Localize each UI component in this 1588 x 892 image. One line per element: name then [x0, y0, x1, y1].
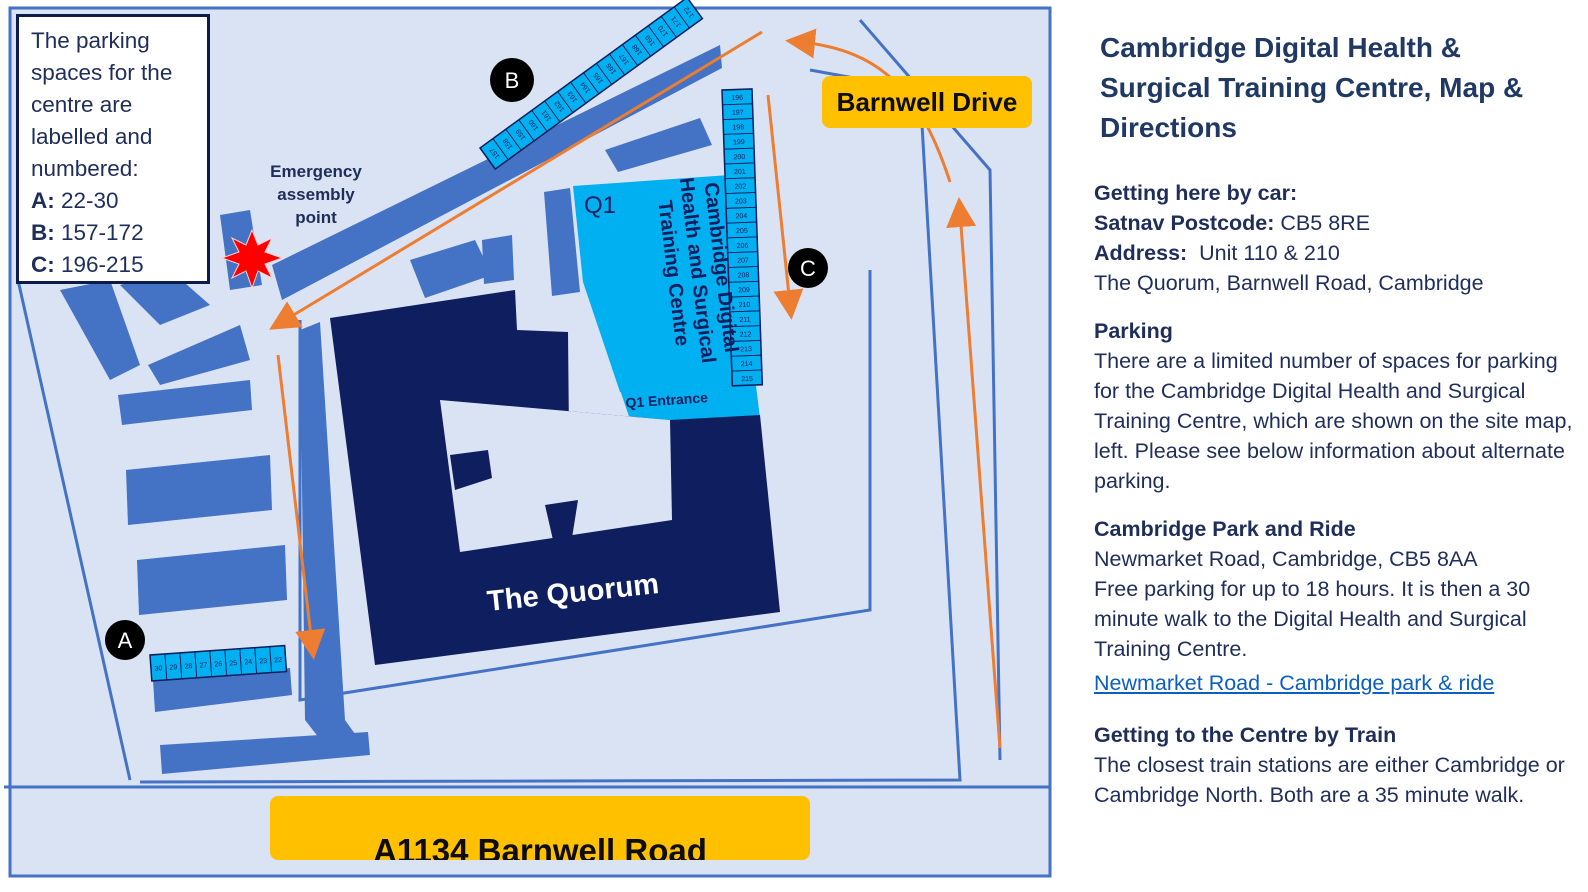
parking-space-number: 210: [739, 302, 751, 309]
park-ride-heading: Cambridge Park and Ride: [1094, 517, 1356, 541]
satnav-label: Satnav Postcode:: [1094, 211, 1275, 235]
parking-text: There are a limited number of spaces for…: [1094, 349, 1573, 493]
train-heading: Getting to the Centre by Train: [1094, 723, 1397, 747]
parking-space: [269, 645, 287, 673]
em2-text: assembly: [277, 185, 355, 204]
parking-space-number: 24: [244, 659, 252, 667]
parking-space-number: 208: [738, 272, 750, 279]
car-section: Getting here by car: Satnav Postcode: CB…: [1094, 178, 1574, 298]
car-park-blocks: [60, 45, 722, 774]
parking-space-number: 207: [737, 257, 749, 264]
park-ride-section: Cambridge Park and Ride Newmarket Road, …: [1094, 514, 1574, 664]
parking-space-number: 26: [214, 661, 222, 669]
parking-legend: The parking spaces for the centre are la…: [16, 14, 210, 284]
parking-space-number: 196: [731, 95, 743, 102]
parking-space-number: 27: [199, 662, 207, 670]
legend-b-key: B:: [31, 220, 55, 245]
legend-c-key: C:: [31, 252, 55, 277]
parking-space-number: 197: [732, 109, 744, 116]
mk-c-text: C: [800, 256, 816, 281]
parking-heading: Parking: [1094, 319, 1173, 343]
centre-name-label: Cambridge Digital Health and Surgical Tr…: [653, 176, 742, 364]
parking-space-number: 203: [735, 198, 747, 205]
marker-b: B: [490, 58, 534, 102]
car-heading: Getting here by car:: [1094, 181, 1298, 205]
em3-text: point: [295, 208, 337, 227]
parking-space-number: 202: [734, 183, 746, 190]
park-ride-address: Newmarket Road, Cambridge, CB5 8AA: [1094, 547, 1478, 571]
barnwell-road-label: A1134 Barnwell Road: [270, 796, 810, 860]
q1-building: [573, 175, 760, 428]
directions-panel: Cambridge Digital Health & Surgical Trai…: [1094, 28, 1574, 828]
parking-space-number: 213: [740, 346, 752, 353]
q1-entrance-label: Q1 Entrance: [625, 389, 709, 411]
legend-a-range: 22-30: [61, 188, 119, 213]
parking-space-number: 28: [184, 663, 192, 671]
parking-space-number: 23: [259, 658, 267, 666]
parking-section: Parking There are a limited number of sp…: [1094, 316, 1574, 496]
legend-intro: The parking spaces for the centre are la…: [31, 28, 173, 181]
q1-label: Q1: [584, 192, 616, 219]
marker-a: A: [105, 620, 145, 660]
satnav-value: CB5 8RE: [1280, 211, 1371, 235]
page-title: Cambridge Digital Health & Surgical Trai…: [1100, 32, 1524, 143]
em1-text: Emergency: [270, 162, 362, 181]
parking-space-number: 22: [274, 657, 282, 665]
parking-space-number: 198: [732, 124, 744, 131]
parking-space-number: 29: [169, 664, 177, 672]
legend-a-key: A:: [31, 188, 55, 213]
emergency-label: Emergency assembly point: [270, 162, 362, 227]
parking-space-number: 30: [154, 665, 162, 673]
parking-space-number: 25: [229, 660, 237, 668]
parking-space-number: 201: [734, 169, 746, 176]
park-ride-text: Free parking for up to 18 hours. It is t…: [1094, 577, 1531, 661]
traffic-arrows: [269, 28, 1002, 749]
mk-a-text: A: [118, 628, 133, 653]
barnwell-drive-label: Barnwell Drive: [822, 76, 1032, 128]
parking-space-number: 211: [739, 317, 751, 324]
parking-space-number: 212: [740, 331, 752, 338]
address-value: Unit 110 & 210: [1199, 241, 1340, 265]
site-map: 1571581591601611621631641651661671681691…: [4, 0, 1052, 878]
parking-space-number: 205: [736, 228, 748, 235]
parking-space-number: 200: [733, 154, 745, 161]
parking-space-number: 214: [741, 361, 753, 368]
train-section: Getting to the Centre by Train The close…: [1094, 720, 1574, 810]
parking-spaces-a: 30 29 28 27 26 25 24 23 22: [149, 644, 288, 682]
parking-space: [731, 369, 763, 387]
parking-spaces-c: 196 197 198 199 200 201 202 203 204 205 206 207 208 2…: [721, 88, 764, 387]
parking-space-number: 204: [735, 213, 747, 220]
parking-space-number: 199: [733, 139, 745, 146]
parking-space: [673, 0, 703, 29]
legend-b-range: 157-172: [61, 220, 144, 245]
legend-c-range: 196-215: [61, 252, 144, 277]
emergency-point-icon: [220, 228, 284, 290]
mk-b-text: B: [505, 68, 520, 93]
marker-c: C: [788, 248, 828, 288]
parking-space-number: 206: [737, 243, 749, 250]
parking-space-number: 215: [741, 376, 753, 383]
address-label: Address:: [1094, 241, 1188, 265]
park-ride-link[interactable]: Newmarket Road - Cambridge park & ride: [1094, 671, 1495, 695]
parking-spaces-b: 1571581591601611621631641651661671681691…: [478, 0, 704, 171]
parking-space-number: 209: [738, 287, 750, 294]
train-text: The closest train stations are either Ca…: [1094, 753, 1565, 807]
address-line2: The Quorum, Barnwell Road, Cambridge: [1094, 271, 1484, 295]
